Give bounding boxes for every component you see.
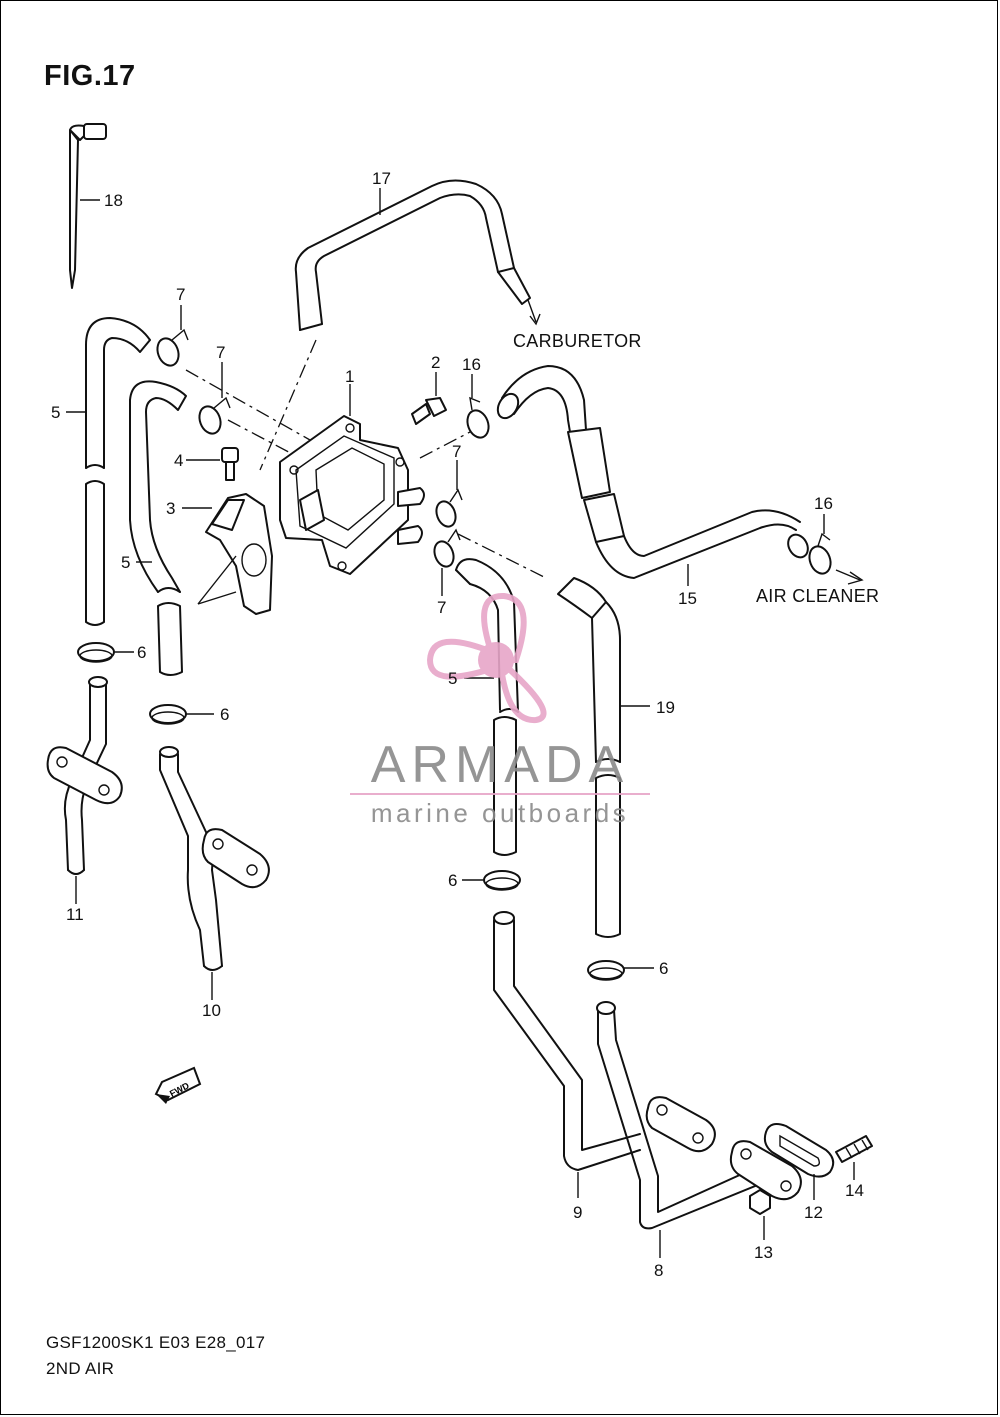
part-13-nut: [749, 1189, 771, 1240]
callout-16b: 16: [814, 494, 833, 513]
callout-5c: 5: [448, 669, 457, 688]
callout-labels: 17 18 7 7 1 2 16 5 4 7 3 16 5 15 7 6 5 1…: [51, 169, 864, 1280]
callout-6c: 6: [448, 871, 457, 890]
part-19-hose: [557, 577, 650, 938]
part-2-bolt: [411, 372, 447, 425]
assembly-guide-lines: [185, 339, 547, 579]
callout-5a: 5: [51, 403, 60, 422]
callout-4: 4: [174, 451, 183, 470]
part-4-screw: [186, 447, 239, 481]
callout-16a: 16: [462, 355, 481, 374]
part-10-pipe: [159, 746, 270, 1000]
carburetor-label: CARBURETOR: [513, 331, 642, 351]
callout-7a: 7: [176, 285, 185, 304]
forward-arrow-icon: FWD: [154, 1066, 202, 1104]
part-1-valve: [279, 384, 425, 575]
callout-11: 11: [66, 905, 84, 924]
armada-watermark: ARMADA marine outboards: [350, 592, 650, 828]
part-18-tie-strap: [69, 123, 107, 289]
air-cleaner-arrow: [835, 569, 864, 585]
callout-18: 18: [104, 191, 123, 210]
part-3-bracket: [182, 493, 273, 615]
watermark-brand: ARMADA: [371, 736, 629, 794]
part-8-pipe: [596, 1001, 802, 1258]
part-5-hose-left: [66, 317, 187, 676]
callout-10: 10: [202, 1001, 221, 1020]
callout-19: 19: [656, 698, 675, 717]
callout-6b: 6: [220, 705, 229, 724]
part-7-clamps: [156, 305, 463, 596]
callout-15: 15: [678, 589, 697, 608]
callout-7d: 7: [437, 598, 446, 617]
part-12-gasket: [763, 1123, 835, 1200]
part-11-pipe: [46, 676, 123, 904]
callout-8: 8: [654, 1261, 663, 1280]
callout-14: 14: [845, 1181, 864, 1200]
callout-17: 17: [372, 169, 391, 188]
callout-13: 13: [754, 1243, 773, 1262]
callout-6d: 6: [659, 959, 668, 978]
part-6-clamps: [77, 642, 654, 981]
section-name: 2ND AIR: [46, 1359, 115, 1378]
callout-3: 3: [166, 499, 175, 518]
part-5-hose-center: [455, 558, 519, 856]
figure-code: GSF1200SK1 E03 E28_017: [46, 1333, 266, 1352]
watermark-tagline: marine outboards: [371, 798, 629, 828]
callout-7b: 7: [216, 343, 225, 362]
part-14-stud: [835, 1135, 873, 1180]
callout-2: 2: [431, 353, 440, 372]
part-17-hose: [294, 179, 541, 331]
part-16-clamps: [466, 374, 832, 575]
callout-7c: 7: [452, 442, 461, 461]
air-cleaner-label: AIR CLEANER: [756, 586, 879, 606]
callout-12: 12: [804, 1203, 823, 1222]
part-15-hose: [496, 365, 809, 586]
part-9-pipe: [493, 911, 716, 1198]
callout-5b: 5: [121, 553, 130, 572]
callout-9: 9: [573, 1203, 582, 1222]
callout-1: 1: [345, 367, 354, 386]
callout-6a: 6: [137, 643, 146, 662]
propeller-logo-icon: [426, 592, 547, 724]
figure-title: FIG.17: [44, 60, 136, 92]
